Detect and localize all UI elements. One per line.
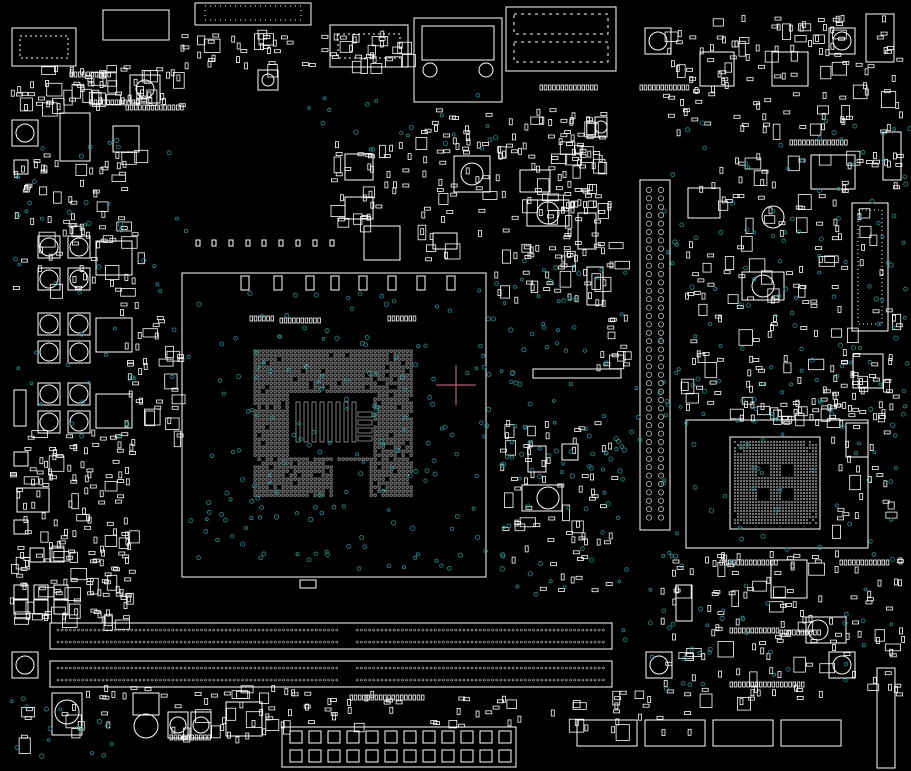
io-pin-header[interactable] [532, 179, 671, 531]
io-header-pins [646, 187, 664, 521]
usb-connector [102, 9, 170, 41]
vias [9, 93, 911, 759]
dimm-slot-b[interactable] [49, 660, 613, 688]
dimm-slots[interactable] [49, 622, 613, 688]
smd-components [9, 15, 905, 754]
dimm-pin-rows [56, 628, 605, 682]
dimm-slot-a[interactable] [49, 622, 613, 650]
vga-connector [194, 2, 312, 26]
horizontal-connector [532, 368, 622, 379]
dvi-connector [329, 24, 409, 68]
misc-ics [11, 27, 884, 739]
chipset-bga[interactable] [685, 419, 869, 549]
ps2-connector [11, 27, 77, 67]
chipset-outline [685, 419, 869, 549]
power-connector [281, 726, 517, 768]
bottom-connectors [281, 719, 842, 768]
socket-capacitors [195, 239, 456, 291]
cpu-socket-outline [181, 272, 487, 578]
sata-header [851, 202, 889, 332]
lan-connector [413, 17, 503, 103]
cursor-crosshair [436, 365, 476, 405]
rear-io-connectors [11, 2, 617, 103]
io-header-outline [639, 179, 671, 531]
audio-connector [505, 6, 617, 72]
cpu-socket[interactable] [181, 239, 487, 589]
front-panel-header [876, 667, 896, 769]
socket-pad-grid [253, 349, 413, 497]
vrm-components [13, 159, 133, 615]
chipset-ball-grid [733, 440, 818, 525]
